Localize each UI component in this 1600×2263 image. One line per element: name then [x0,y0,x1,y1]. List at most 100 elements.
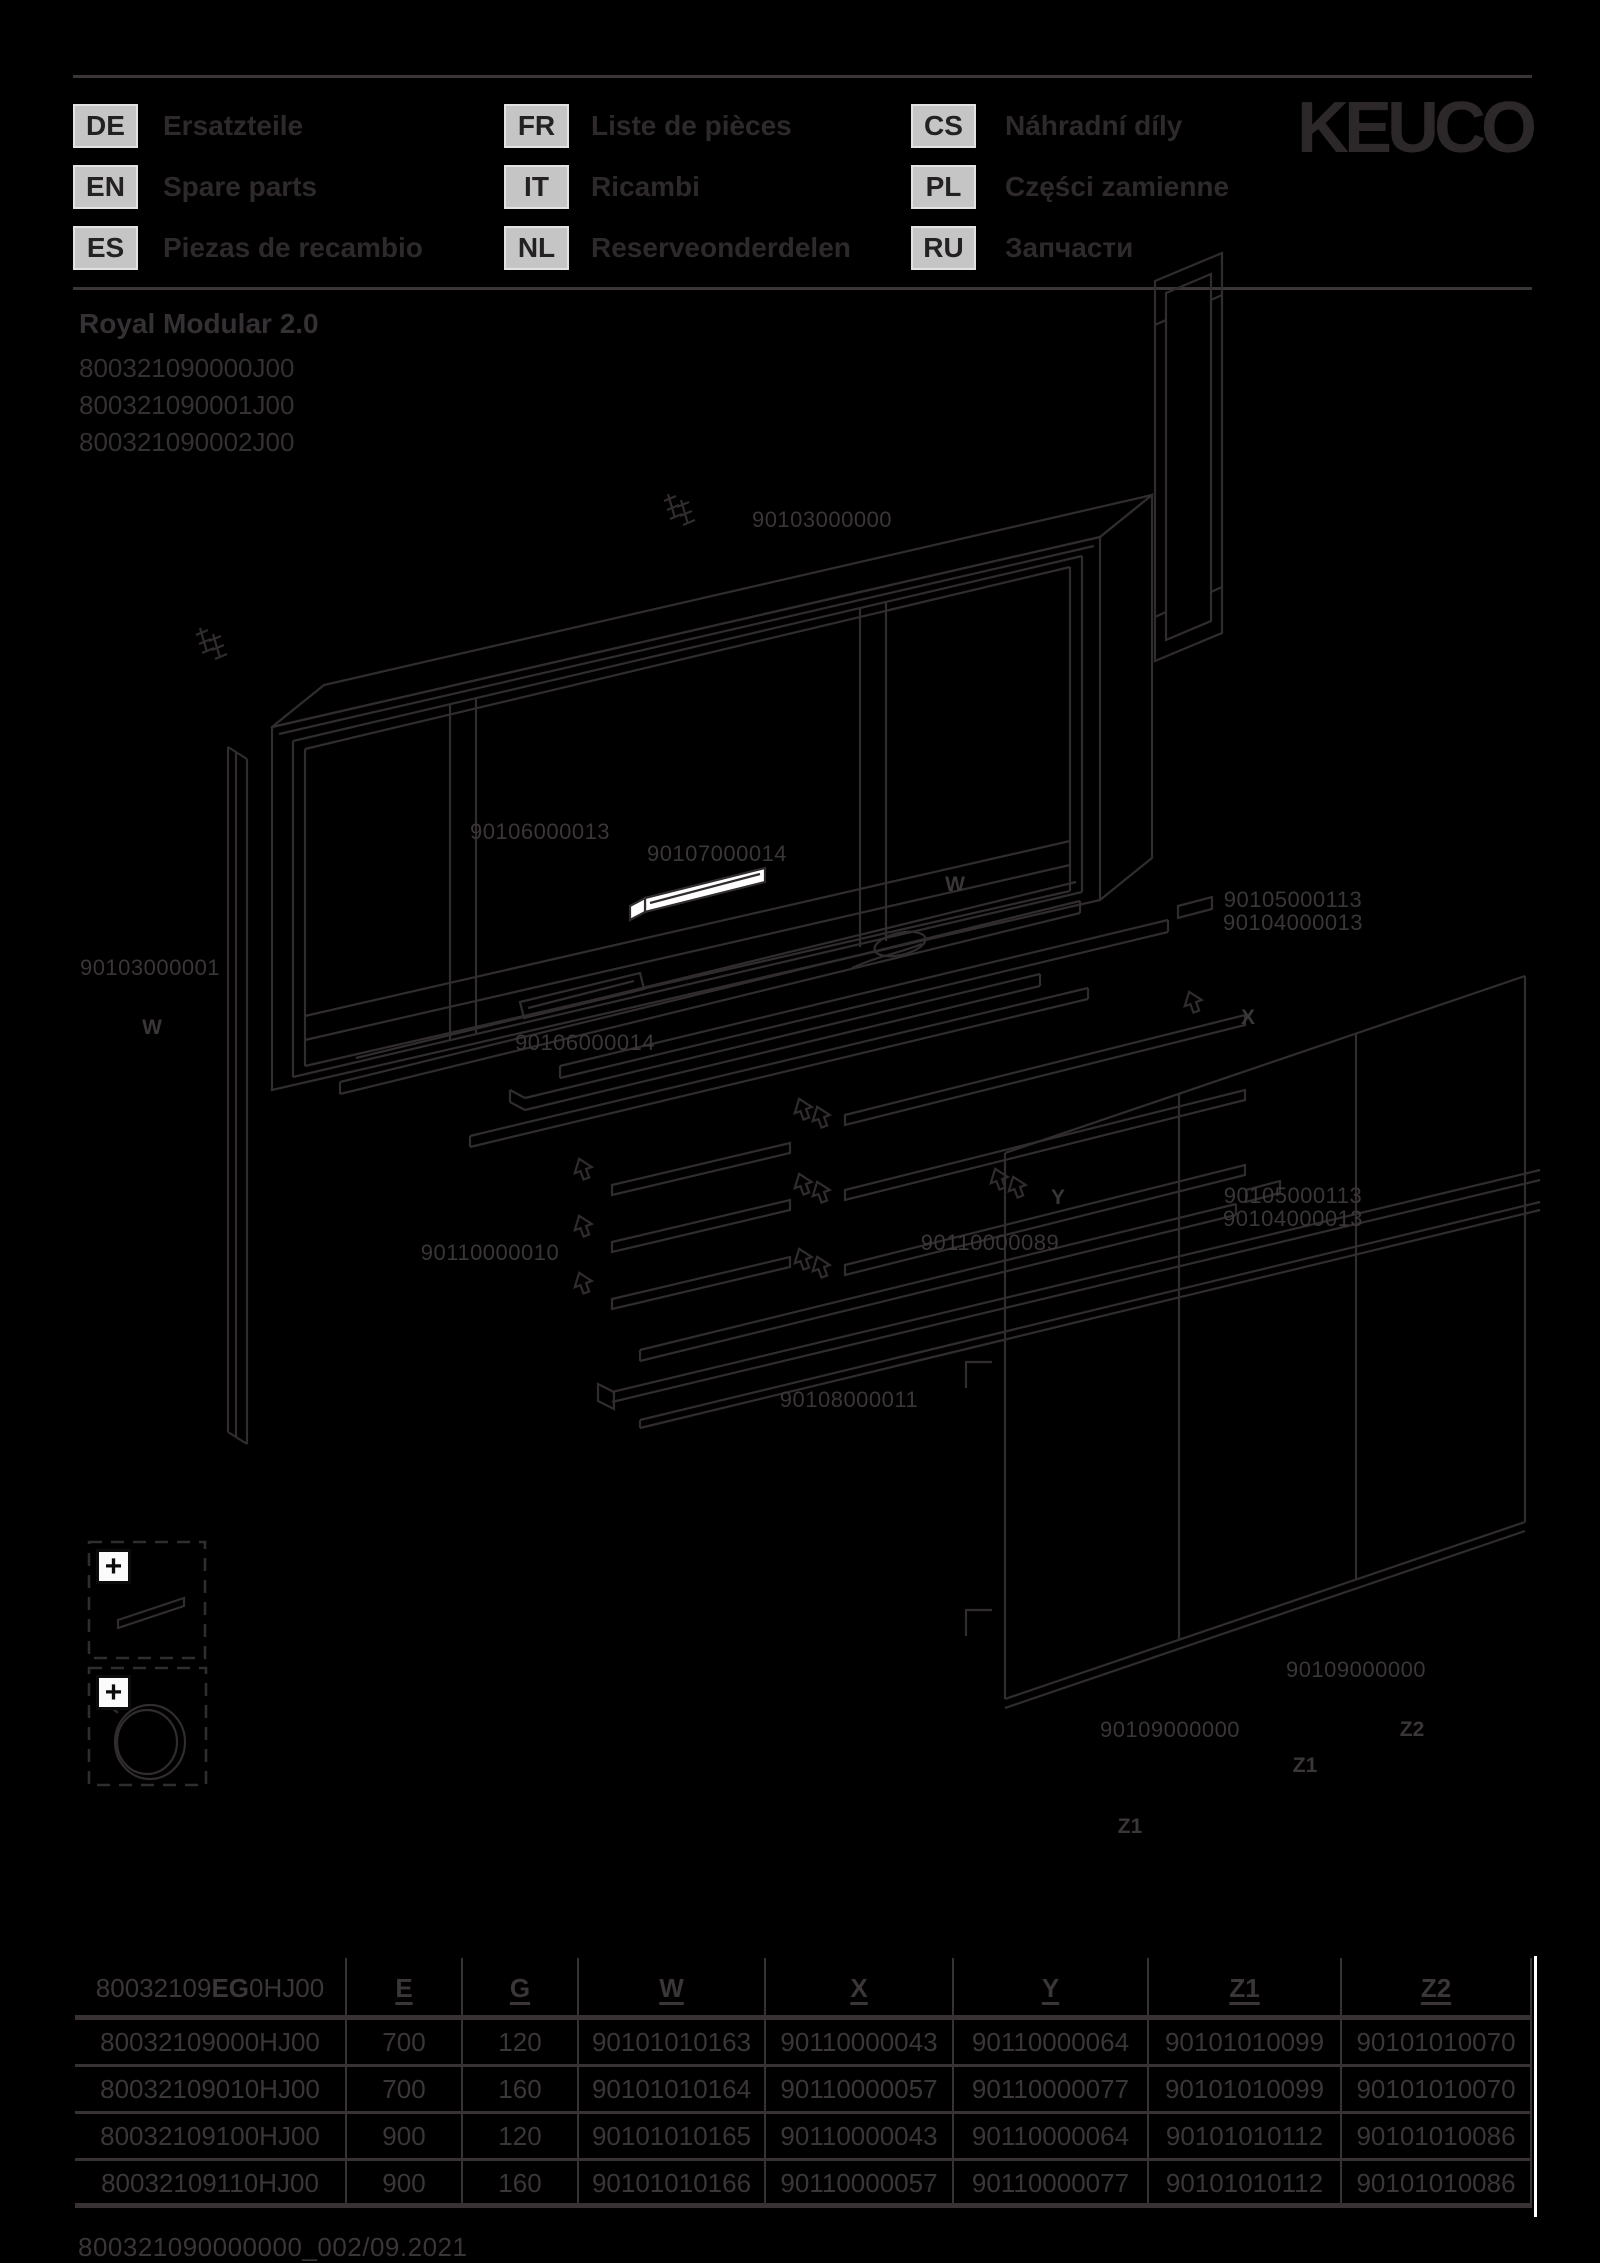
table-cell: 90101010112 [1149,2161,1342,2208]
table-cell: 90101010070 [1342,2067,1532,2114]
language-label-it: Ricambi [591,171,700,202]
language-badge-en: EN [73,165,138,209]
glass-shelf-stack-right [793,990,1247,1279]
profile-rail-upper [558,895,1214,1080]
table-cell: 120 [463,2114,579,2161]
bottom-light-rail [338,880,1082,1096]
ref-letter-y: Y [1050,1186,1066,1209]
table-cell: 90110000043 [766,2114,954,2161]
table-cell: 90110000064 [954,2114,1149,2161]
ref-letter-x: X [1240,1006,1256,1029]
mirror-doors [964,974,1527,1710]
product-code: 800321090002J00 [79,427,295,457]
table-cell-model: 80032109000HJ00 [75,2020,347,2067]
footer-doc-ref: 800321090000000_002/09.2021 [78,2232,468,2262]
part-label: 90105000113 [1223,1183,1363,1208]
wall-panel-left [226,746,249,1445]
plus-icon: + [96,1675,131,1710]
profile-rail-mid [508,972,1042,1112]
language-label-ru: Запчасти [1005,232,1134,263]
part-label: 90109000000 [1285,1657,1427,1682]
table-cell: 90110000043 [766,2020,954,2067]
table-cell-model: 80032109010HJ00 [75,2067,347,2114]
table-cell-model: 80032109100HJ00 [75,2114,347,2161]
plus-icon: + [96,1549,131,1584]
table-header-g: G [463,1958,579,2020]
table-cell: 90110000057 [766,2161,954,2208]
keuco-logo: KEUCO [1296,88,1537,168]
table-cell: 90101010070 [1342,2020,1532,2067]
table-cell: 90101010086 [1342,2114,1532,2161]
table-cell: 90110000057 [766,2067,954,2114]
table-header-x: X [766,1958,954,2020]
model-suffix: 0HJ00 [249,1973,325,2003]
ref-letter-w: W [945,873,965,896]
part-label: 90110000089 [920,1230,1060,1255]
product-code: 800321090000J00 [79,353,295,383]
product-code: 800321090001J00 [79,390,295,420]
part-label: 90109000000 [1099,1717,1241,1742]
table-cell: 90101010163 [579,2020,766,2067]
corner-mark [964,1608,992,1636]
screw-set-icon [195,627,228,661]
mounting-frame [1153,251,1224,663]
language-badge-ru: RU [911,226,976,270]
table-cell: 90101010099 [1149,2067,1342,2114]
part-label: 90110000010 [420,1240,560,1265]
language-badge-de: DE [73,104,138,148]
table-cell: 120 [463,2020,579,2067]
language-label-es: Piezas de recambio [163,232,423,263]
wall-rail [596,1168,1541,1430]
table-header-e: E [347,1958,463,2020]
language-badge-fr: FR [504,104,569,148]
language-label-de: Ersatzteile [163,110,304,141]
model-prefix: 80032109 [95,1973,212,2003]
part-label: 90106000014 [514,1030,656,1055]
language-label-cs: Náhradní díly [1005,110,1183,141]
part-label: 90104000013 [1222,1206,1364,1231]
ref-letter-z1: Z1 [1292,1754,1318,1777]
table-cell: 90110000064 [954,2020,1149,2067]
model-variable: EG [211,1973,250,2003]
cabinet-carcass [270,492,1154,1092]
part-label: 90106000013 [469,819,611,844]
profile-rail-lower [638,1179,1282,1363]
table-header-w: W [579,1958,766,2020]
part-label: 90108000011 [779,1387,919,1412]
language-label-en: Spare parts [163,171,318,202]
table-highlight-line [1534,1956,1537,2217]
table-cell: 90101010166 [579,2161,766,2208]
table-cell-model: 80032109110HJ00 [75,2161,347,2208]
header-rule-bottom [73,287,1532,290]
language-badge-es: ES [73,226,138,270]
part-label: 90103000000 [751,507,893,532]
part-label: 90105000113 [1223,887,1363,912]
part-label: 90107000014 [646,841,788,866]
ref-letter-z1: Z1 [1117,1815,1143,1838]
table-cell: 90101010112 [1149,2114,1342,2161]
table-cell: 700 [347,2020,463,2067]
accessory-box-strip [87,1540,207,1660]
part-label: 90104000013 [1222,910,1364,935]
table-cell: 90101010165 [579,2114,766,2161]
table-cell: 160 [463,2161,579,2208]
ref-letter-z2: Z2 [1399,1718,1425,1741]
table-cell: 90101010086 [1342,2161,1532,2208]
parts-table: 80032109EG0HJ00 E G W X Y Z1 Z2 80032109… [75,1958,1532,2208]
ref-letter-w: W [142,1016,162,1039]
language-badge-nl: NL [504,226,569,270]
screw-set-icon [663,493,696,527]
language-badge-cs: CS [911,104,976,148]
language-label-nl: Reserveonderdelen [591,232,851,263]
part-label: 90103000001 [79,955,221,980]
corner-mark [964,1360,992,1388]
product-codes: 800321090000J00 800321090001J00 80032109… [79,350,294,461]
profile-rail-long [468,986,1090,1149]
glass-shelf-stack-left [573,1141,792,1311]
table-cell: 900 [347,2114,463,2161]
table-header-z2: Z2 [1342,1958,1532,2020]
table-cell: 90101010099 [1149,2020,1342,2067]
language-label-pl: Części zamienne [1005,171,1230,202]
table-header-z1: Z1 [1149,1958,1342,2020]
